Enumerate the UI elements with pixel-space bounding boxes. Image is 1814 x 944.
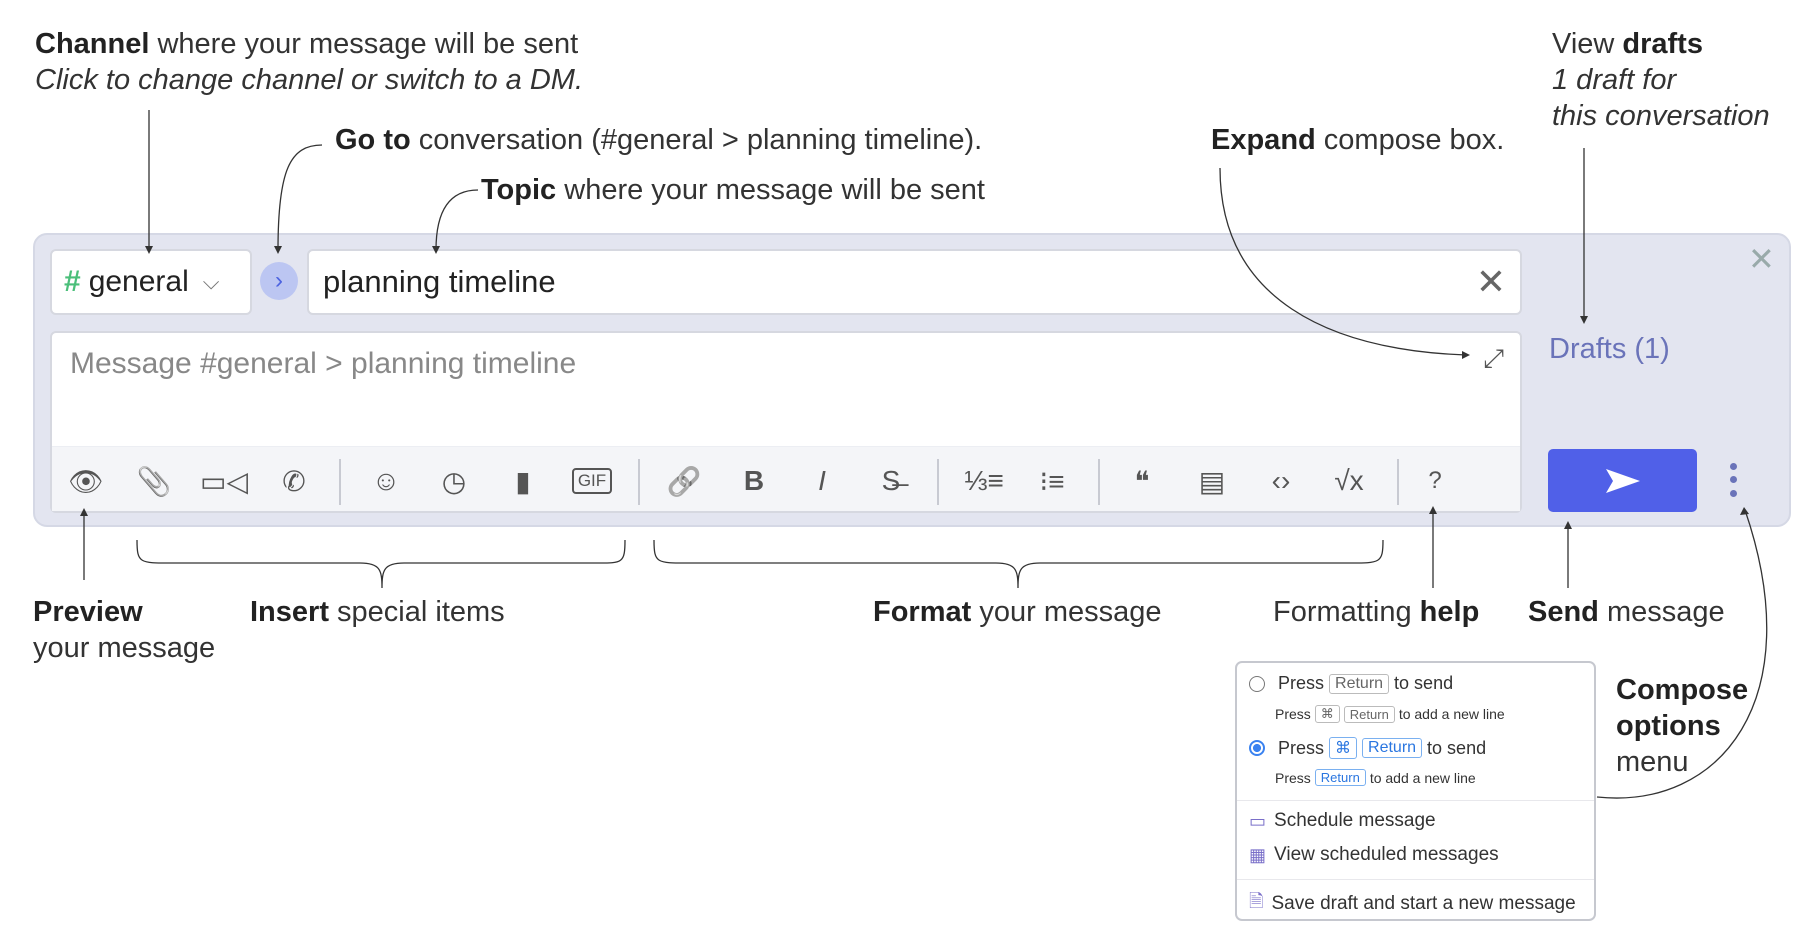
options-annotation-2: options (1616, 710, 1721, 742)
paperclip-icon[interactable]: 📎 (136, 465, 172, 497)
view-scheduled-item[interactable]: ▦View scheduled messages (1249, 844, 1499, 865)
toolbar-divider (937, 459, 939, 505)
smile-icon[interactable]: ☺ (371, 465, 401, 496)
schedule-message-item[interactable]: ▭Schedule message (1249, 810, 1436, 831)
insert-annotation: Insert special items (250, 596, 505, 628)
eye-icon[interactable]: 👁 (68, 465, 104, 497)
topic-input[interactable]: planning timeline ✕ (307, 249, 1522, 315)
preview-annotation-sub: your message (33, 632, 216, 664)
help-annotation: Formatting help (1273, 596, 1480, 628)
quote-icon[interactable]: ❝ (1134, 465, 1150, 497)
toolbar-divider (1397, 459, 1399, 505)
video-icon[interactable]: ▭◁ (200, 465, 248, 497)
save-draft-item[interactable]: 🗎Save draft and start a new message (1249, 889, 1576, 919)
numbered-list-icon[interactable]: ⅓≡ (964, 465, 1004, 496)
preview-annotation: Preview (33, 596, 143, 628)
channel-name: general (88, 265, 189, 298)
hash-icon: # (64, 265, 81, 298)
calendar-grid-icon: ▦ (1249, 844, 1267, 865)
message-placeholder: Message #general > planning timeline (70, 347, 577, 380)
code-icon[interactable]: ‹› (1271, 465, 1291, 496)
bullet-list-icon[interactable]: ⁝≡ (1039, 465, 1065, 497)
compose-options-button[interactable] (1722, 456, 1744, 504)
send-button[interactable] (1548, 449, 1697, 512)
options-annotation-3: menu (1616, 746, 1689, 778)
channel-annotation-sub: Click to change channel or switch to a D… (35, 64, 584, 96)
spoiler-icon[interactable]: ▤ (1198, 465, 1226, 497)
topic-value: planning timeline (323, 264, 556, 299)
phone-icon[interactable]: ✆ (282, 465, 306, 497)
topic-annotation: Topic where your message will be sent (481, 174, 985, 206)
bold-icon[interactable]: B (743, 465, 765, 496)
drafts-annotation-sub1: 1 draft for (1552, 64, 1677, 96)
toolbar-divider (339, 459, 341, 505)
compose-toolbar: 👁 📎 ▭◁ ✆ ☺ ◷ ▮ GIF 🔗 B I S̶ ⅓≡ ⁝≡ ❝ ▤ ‹› √x? (52, 446, 1520, 511)
link-icon[interactable]: 🔗 (666, 465, 702, 497)
toolbar-divider (638, 459, 640, 505)
drafts-annotation: View drafts (1552, 28, 1703, 60)
math-icon[interactable]: √x (1334, 465, 1364, 496)
help-icon[interactable]: ? (1428, 467, 1442, 494)
clear-topic-icon[interactable]: ✕ (1475, 261, 1506, 302)
radio-selected[interactable] (1249, 740, 1265, 756)
poll-icon[interactable]: ▮ (515, 465, 531, 497)
strikethrough-icon[interactable]: S̶ (881, 465, 901, 496)
channel-annotation: Channel where your message will be sent (35, 28, 579, 60)
expand-annotation: Expand compose box. (1211, 124, 1505, 156)
chevron-right-icon: › (275, 267, 283, 294)
draft-file-icon: 🗎 (1249, 891, 1264, 911)
drafts-link[interactable]: Drafts (1) (1549, 333, 1670, 365)
expand-icon[interactable]: ⤢ (1483, 343, 1504, 373)
format-annotation: Format your message (873, 596, 1162, 628)
close-compose-icon[interactable]: ✕ (1748, 241, 1775, 277)
go-to-conversation-button[interactable]: › (260, 262, 298, 300)
calendar-icon: ▭ (1249, 810, 1267, 831)
channel-picker[interactable]: #general ⌵ (50, 249, 252, 315)
goto-annotation: Go to conversation (#general > planning … (335, 124, 983, 156)
toolbar-divider (1098, 459, 1100, 505)
gif-icon[interactable]: GIF (566, 461, 618, 501)
radio-unselected[interactable] (1249, 675, 1265, 692)
options-annotation-1: Compose (1616, 674, 1749, 706)
send-icon (1605, 468, 1640, 493)
drafts-annotation-sub2: this conversation (1552, 100, 1770, 132)
italic-icon[interactable]: I (818, 465, 826, 496)
chevron-down-icon: ⌵ (202, 269, 220, 294)
message-textarea[interactable]: Message #general > planning timeline ⤢ 👁… (50, 331, 1522, 513)
send-annotation: Send message (1528, 596, 1725, 628)
clock-icon[interactable]: ◷ (441, 465, 467, 497)
